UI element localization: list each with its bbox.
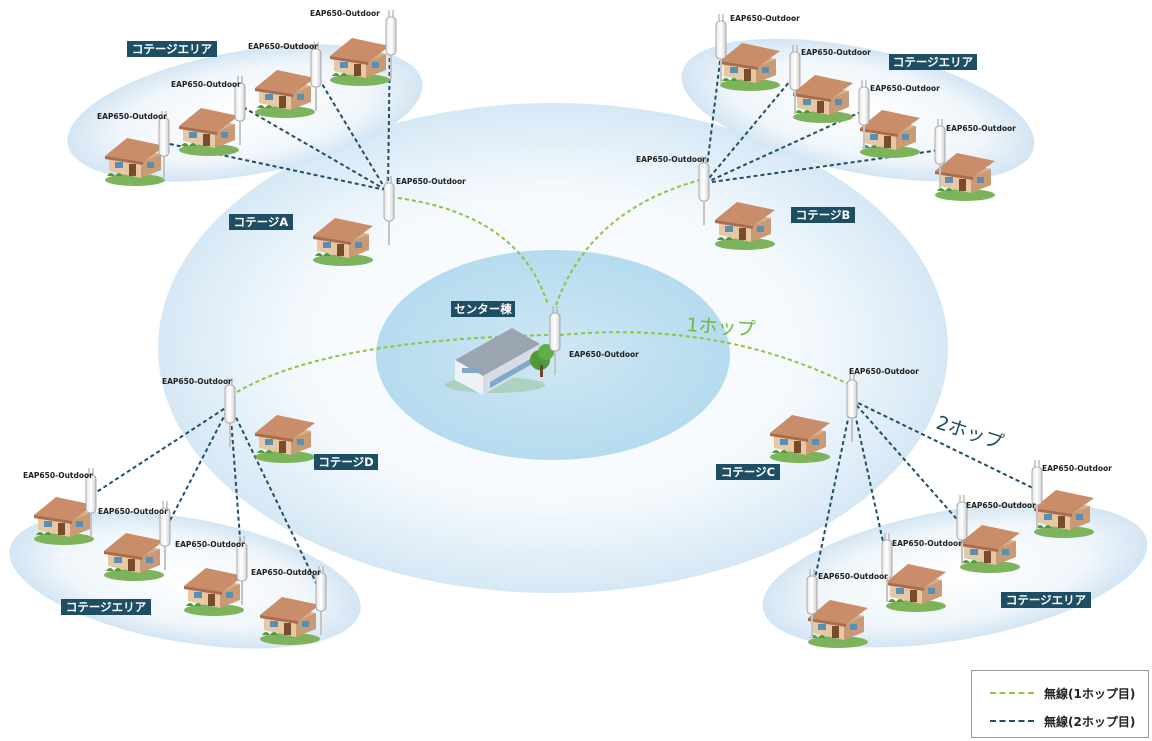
device-label: EAP650-Outdoor (849, 367, 919, 376)
label-cottage-area-top-right: コテージエリア (893, 55, 974, 69)
device-label: EAP650-Outdoor (818, 572, 888, 581)
legend-second-hop-label: 無線(2ホップ目) (1044, 714, 1136, 729)
device-label: EAP650-Outdoor (171, 80, 241, 89)
device-label: EAP650-Outdoor (1042, 464, 1112, 473)
device-label: EAP650-Outdoor (946, 124, 1016, 133)
center-building (445, 328, 554, 395)
device-label: EAP650-Outdoor (870, 84, 940, 93)
label-cottage-b: コテージB (796, 208, 851, 222)
device-label: EAP650-Outdoor (636, 155, 706, 164)
label-one-hop: 1ホップ (686, 314, 756, 341)
legend-second-hop-line (990, 720, 1034, 722)
legend-first-hop-line (990, 692, 1034, 694)
label-two-hop: 2ホップ (933, 412, 1006, 454)
device-label: EAP650-Outdoor (23, 471, 93, 480)
device-label: EAP650-Outdoor (251, 568, 321, 577)
device-label: EAP650-Outdoor (966, 501, 1036, 510)
legend-row-first-hop: 無線(1ホップ目) (990, 683, 1135, 703)
legend: 無線(1ホップ目) 無線(2ホップ目) (971, 670, 1149, 738)
legend-row-second-hop: 無線(2ホップ目) (990, 711, 1135, 731)
label-cottage-c: コテージC (721, 465, 775, 479)
device-label: EAP650-Outdoor (175, 540, 245, 549)
first-hop-links (231, 179, 851, 396)
label-center: センター棟 (454, 302, 512, 316)
label-cottage-area-top-left: コテージエリア (132, 42, 213, 56)
label-cottage-area-bottom-left: コテージエリア (66, 600, 147, 614)
device-label: EAP650-Outdoor (892, 539, 962, 548)
device-label: EAP650-Outdoor (730, 14, 800, 23)
device-label: EAP650-Outdoor (248, 42, 318, 51)
label-cottage-a: コテージA (234, 215, 289, 229)
device-label: EAP650-Outdoor (98, 507, 168, 516)
device-label: EAP650-Outdoor (396, 177, 466, 186)
device-label: EAP650-Outdoor (801, 48, 871, 57)
device-label: EAP650-Outdoor (310, 9, 380, 18)
device-label: EAP650-Outdoor (162, 377, 232, 386)
label-cottage-area-bottom-right: コテージエリア (1006, 593, 1087, 607)
device-label: EAP650-Outdoor (97, 112, 167, 121)
legend-first-hop-label: 無線(1ホップ目) (1044, 686, 1136, 701)
label-cottage-d: コテージD (318, 455, 373, 469)
device-label: EAP650-Outdoor (569, 350, 639, 359)
